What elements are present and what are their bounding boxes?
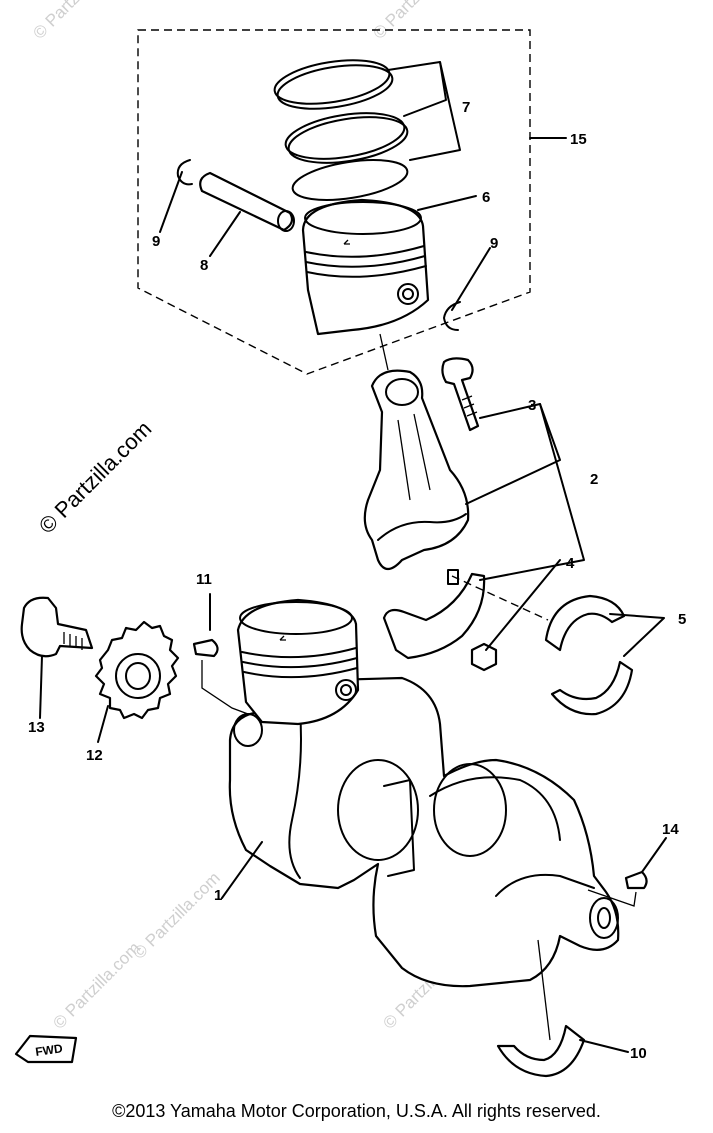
callout-9-right: 9 [490, 235, 498, 252]
bearing-lower [550, 660, 634, 716]
callout-9-left: 9 [152, 233, 160, 250]
callout-8: 8 [200, 257, 208, 274]
watermark-faint-2: © Partzilla.com [369, 0, 463, 43]
crankshaft [228, 676, 620, 988]
bearing-10-guide [537, 939, 551, 1041]
bearing-upper [544, 594, 626, 652]
callout-labels: 7 15 6 9 8 9 3 2 4 5 11 13 12 1 14 10 [28, 99, 686, 1062]
assembled-piston [236, 598, 360, 726]
circlip-right [443, 301, 461, 331]
copyright-notice: ©2013 Yamaha Motor Corporation, U.S.A. A… [112, 1101, 601, 1121]
key-11-guide [201, 660, 249, 715]
rod-nut [470, 642, 498, 672]
fwd-label: FWD [34, 1041, 63, 1059]
assembly-centerline [451, 575, 549, 621]
piston-assembly-box [137, 29, 531, 375]
fwd-arrow-icon: FWD [14, 1034, 78, 1064]
connecting-rod [363, 369, 470, 571]
callout-12: 12 [86, 747, 103, 764]
watermark-faint-3: © Partzilla.com [49, 938, 143, 1032]
leader-lines [39, 61, 667, 1053]
callout-4: 4 [566, 555, 575, 572]
piston-rod-centerline [379, 333, 389, 371]
callout-15: 15 [570, 131, 587, 148]
rod-cap-bolt-hole [447, 569, 459, 585]
callout-7: 7 [462, 99, 470, 116]
watermark-faint-1: © Partzilla.com [29, 0, 123, 43]
callout-13: 13 [28, 719, 45, 736]
watermark-main: © Partzilla.com [34, 416, 157, 539]
callout-2: 2 [590, 471, 598, 488]
callout-11: 11 [196, 571, 212, 588]
woodruff-key-11 [192, 638, 219, 658]
piston-pin [199, 171, 295, 232]
piston-top [301, 198, 430, 336]
bearing-10 [496, 1024, 586, 1078]
callout-1: 1 [214, 887, 222, 904]
callout-10: 10 [630, 1045, 647, 1062]
callout-6: 6 [482, 189, 490, 206]
callout-14: 14 [662, 821, 679, 838]
key-14 [624, 870, 648, 890]
crank-bolt [20, 596, 94, 658]
rod-bolt [441, 357, 480, 432]
circlip-left [176, 159, 193, 186]
primary-drive-gear [94, 620, 180, 720]
callout-3: 3 [528, 397, 536, 414]
watermark-faint-5: © Partzilla.com [129, 868, 223, 962]
rod-cap [382, 572, 486, 660]
key-14-guide [587, 889, 637, 907]
piston-rings [273, 59, 409, 201]
callout-5: 5 [678, 611, 686, 628]
